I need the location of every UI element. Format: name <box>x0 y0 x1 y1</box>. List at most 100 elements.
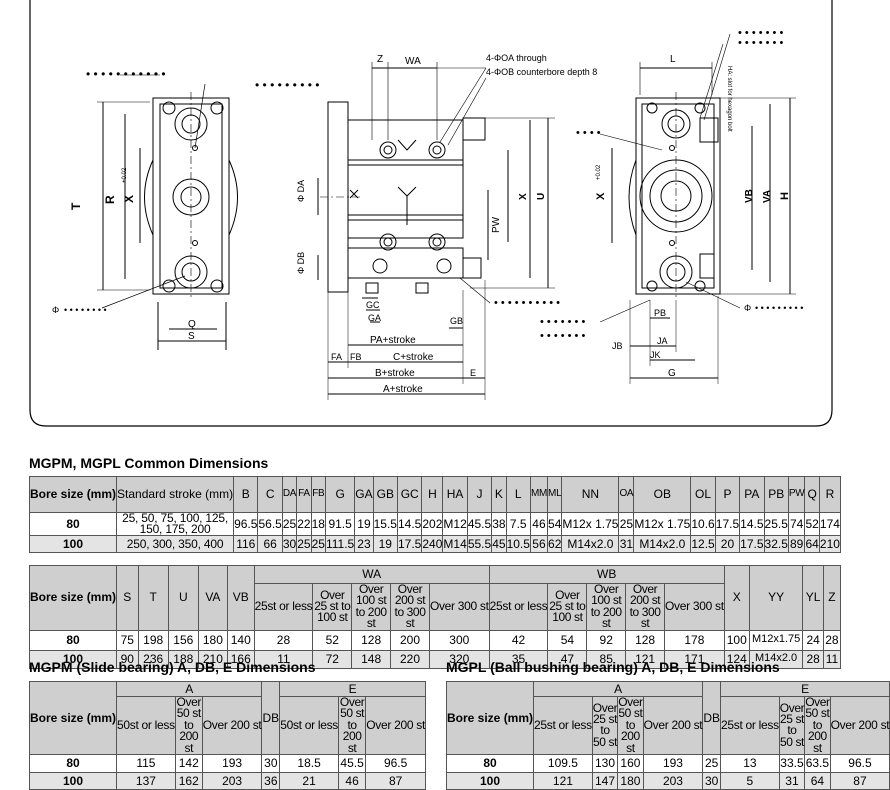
dim-fa: FA <box>331 352 342 362</box>
table-header-row: Bore size (mm) A DB E <box>28 681 426 755</box>
dim-jb: JB <box>612 341 623 351</box>
header-cell: Standard stroke (mm) <box>116 476 235 513</box>
label-dots-2: • • • • • • • • • <box>255 78 319 92</box>
dim-q: Q <box>188 319 196 330</box>
mgpl-dimensions-table: Bore size (mm) A DB E 25st or less Over … <box>445 681 890 790</box>
table-cell: 148 <box>351 649 392 669</box>
secondary-dimensions-table: Bore size (mm) S T U VA VB WA WB X YY YL… <box>28 565 842 669</box>
dim-pa-stroke: PA+stroke <box>370 335 416 346</box>
table-row: 80 25, 50, 75, 100, 125, 150, 175, 200 9… <box>28 511 842 537</box>
table-cell: M14x2.0 <box>633 535 692 554</box>
header-cell: U <box>167 565 199 631</box>
table-row: 80 115 142 193 30 18.5 45.5 96.5 <box>28 753 426 773</box>
header-cell: Over 100 st to 200 st <box>586 583 627 631</box>
table-row: 100 137 162 203 36 21 46 87 <box>28 771 426 790</box>
table-cell: 46 <box>529 511 549 537</box>
header-cell: 25st or less <box>720 696 780 755</box>
header-cell: ML <box>547 476 563 513</box>
header-cell: B <box>233 476 259 513</box>
table-cell: 72 <box>312 649 353 669</box>
dim-l: L <box>670 54 676 65</box>
table-cell: 55.5 <box>466 535 493 554</box>
table-cell: 25 <box>296 535 312 554</box>
header-cell: PB <box>763 476 789 513</box>
table-subheader-row: 25st or less Over 25 st to 50 st Over 50… <box>447 696 890 755</box>
header-cell: 50st or less <box>279 696 339 755</box>
table-cell: 56.5 <box>257 511 283 537</box>
dim-e: E <box>470 368 476 378</box>
table-cell: 100 <box>28 771 118 790</box>
table-cell: M12 <box>442 511 468 537</box>
table-cell: 300 <box>428 629 490 651</box>
table-cell: 30 <box>702 771 722 790</box>
tol-left: +0.02 <box>122 167 128 183</box>
header-cell: YL <box>802 565 824 631</box>
table-cell: 250, 300, 350, 400 <box>116 535 235 554</box>
header-cell: 25st or less <box>253 583 314 631</box>
dim-r: R <box>103 195 117 204</box>
header-cell: 25st or less <box>488 583 549 631</box>
table-cell: 7.5 <box>505 511 531 537</box>
table-cell: 100 <box>28 649 118 669</box>
header-cell: MM <box>529 476 549 513</box>
header-cell: P <box>714 476 741 513</box>
table-cell: 10.6 <box>690 511 716 537</box>
table-cell: 220 <box>390 649 430 669</box>
table-cell: 140 <box>226 629 255 651</box>
header-cell: Over 25 st to 100 st <box>312 583 353 631</box>
header-cell: GA <box>354 476 374 513</box>
dim-x-right: X <box>595 192 607 200</box>
table-cell: 35 <box>488 649 549 669</box>
header-cell: Q <box>804 476 820 513</box>
table-cell: 11 <box>253 649 314 669</box>
dim-db: Φ DB <box>296 252 306 274</box>
table-cell: 87 <box>829 771 890 790</box>
dim-gb: GB <box>450 316 463 326</box>
header-cell: T <box>137 565 169 631</box>
header-cell: L <box>505 476 531 513</box>
header-cell: A <box>533 681 704 697</box>
dim-x-mid: X <box>518 193 529 200</box>
label-dots-7: • • • • • • • • • <box>755 303 803 313</box>
table-cell: 33.5 <box>778 753 806 773</box>
header-cell: Over 25 st to 50 st <box>591 696 619 755</box>
table-cell: 124 <box>723 649 750 669</box>
header-cell: PW <box>787 476 806 513</box>
top-view <box>317 62 555 400</box>
header-cell: GC <box>396 476 423 513</box>
table-cell: 63.5 <box>804 753 831 773</box>
table-cell: 80 <box>28 511 118 537</box>
dim-wa: WA <box>405 56 421 67</box>
table-cell: M12x 1.75 <box>633 511 692 537</box>
mgpl-title: MGPL (Ball bushing bearing) A, DB, E Dim… <box>446 659 780 675</box>
table-cell: 100 <box>445 771 535 790</box>
header-cell: Over 25 st to 50 st <box>778 696 806 755</box>
table-header-row: Bore size (mm) A DB E <box>445 681 890 755</box>
table-cell: 178 <box>664 629 725 651</box>
table-cell: 188 <box>167 649 199 669</box>
table-cell: 180 <box>197 629 228 651</box>
table-header-row: Bore size (mm) Standard stroke (mm) B C … <box>28 476 842 513</box>
table-cell: 13 <box>720 753 780 773</box>
table-cell: 11 <box>822 649 842 669</box>
label-dots-8: • • • • • • • <box>540 316 585 328</box>
common-dimensions-table: Bore size (mm) Standard stroke (mm) B C … <box>28 476 842 554</box>
table-cell: 210 <box>818 535 842 554</box>
header-cell: Over 300 st <box>428 583 490 631</box>
table-cell: 45.5 <box>337 753 367 773</box>
table-subheader-row: 25st or less Over 25 st to 100 st Over 1… <box>30 583 841 631</box>
header-cell: DB <box>261 681 281 755</box>
table-cell: 100 <box>28 535 118 554</box>
table-cell: 54 <box>547 511 563 537</box>
header-cell: G <box>324 476 356 513</box>
dim-phi-right: Φ <box>744 303 751 313</box>
table-cell: 22 <box>296 511 312 537</box>
table-cell: 92 <box>586 629 627 651</box>
table-cell: 200 <box>390 629 430 651</box>
header-cell: OL <box>690 476 716 513</box>
table-cell: 28 <box>822 629 842 651</box>
table-cell: 174 <box>818 511 842 537</box>
header-cell: Over 50 st to 200 st <box>174 695 203 755</box>
header-cell: HA <box>442 476 468 513</box>
table-cell: 42 <box>488 629 549 651</box>
